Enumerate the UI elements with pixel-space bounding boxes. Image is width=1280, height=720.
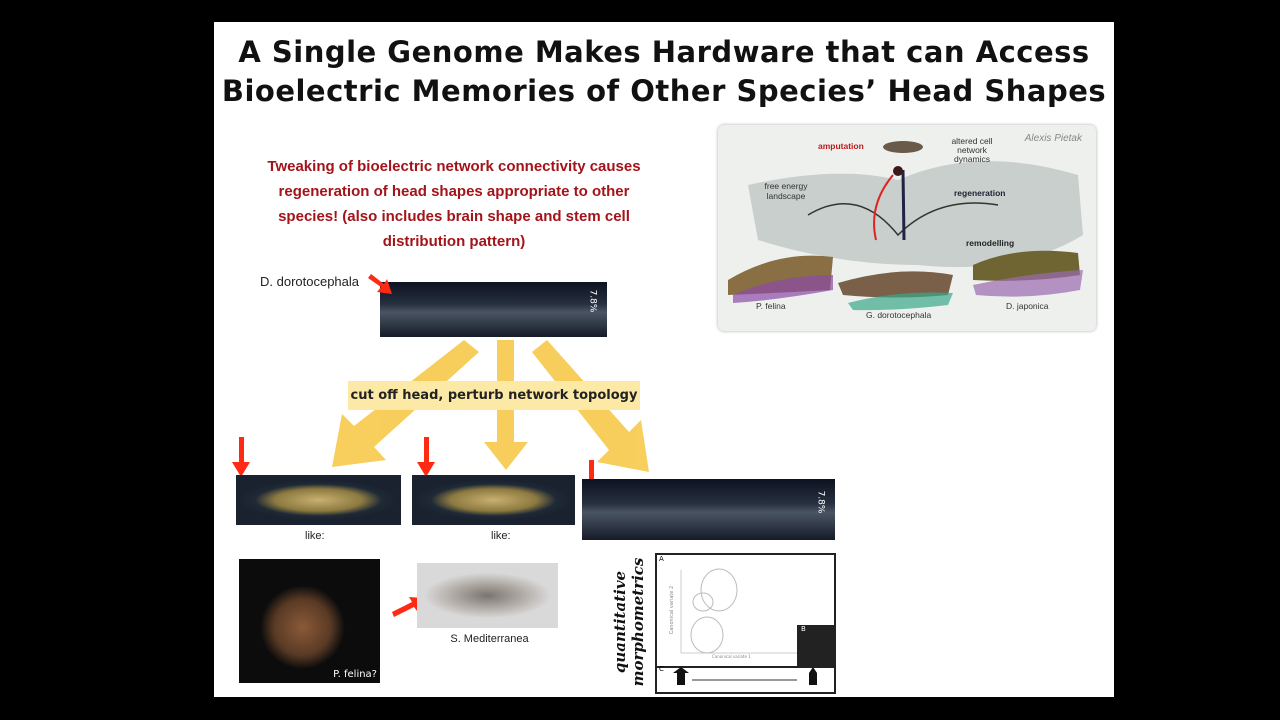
figure-species: G. dorotocephala <box>866 310 932 320</box>
description-line: Tweaking of bioelectric network connecti… <box>267 158 641 175</box>
panel-label: A <box>659 555 664 563</box>
panel-label: C <box>659 665 664 673</box>
figure-landscape: free energy landscape <box>764 181 808 201</box>
description-line: distribution pattern) <box>382 233 526 250</box>
red-arrow-down-1 <box>232 437 250 477</box>
figure-amputation: amputation <box>818 141 864 151</box>
worm-photo-regenerated-3: 7.8% <box>582 479 835 540</box>
figure-remodelling: remodelling <box>966 238 1015 248</box>
morphometrics-chart: A Canonical variate 2 Canonical variate … <box>655 553 836 694</box>
like-label: like: <box>305 530 325 542</box>
worm-photo-regenerated-2 <box>412 475 575 525</box>
felina-label: P. felina? <box>333 669 377 680</box>
mediterranea-label: S. Mediterranea <box>450 633 529 645</box>
red-arrow-down-2 <box>417 437 435 477</box>
description-line: regeneration of head shapes appropriate … <box>278 183 630 200</box>
slide: A Single Genome Makes Hardware that can … <box>214 22 1114 697</box>
morph-line: morphometrics <box>629 557 647 687</box>
red-arrow-mediterranea <box>392 597 424 617</box>
red-arrow-original <box>368 274 392 294</box>
slide-title-line1: A Single Genome Makes Hardware that can … <box>238 35 1090 69</box>
chart-ylabel: Canonical variate 2 <box>669 585 675 635</box>
worm-photo-regenerated-1 <box>236 475 401 525</box>
morph-line: quantitative <box>611 570 629 674</box>
procedure-label: cut off head, perturb network topology <box>348 381 640 410</box>
slide-title-line2: Bioelectric Memories of Other Species’ H… <box>221 74 1107 108</box>
figure-credit: Alexis Pietak <box>1024 133 1082 144</box>
figure-species: P. felina <box>756 301 786 311</box>
figure-species: D. japonica <box>1006 301 1049 311</box>
scale-label: 7.8% <box>815 490 826 514</box>
figure-altered: altered cell network dynamics <box>951 136 993 164</box>
chart-xlabel: Canonical variate 1 <box>712 654 751 659</box>
felina-photo: P. felina? <box>239 559 380 683</box>
mediterranea-photo <box>417 563 558 628</box>
panel-label: B <box>801 625 806 633</box>
description: Tweaking of bioelectric network connecti… <box>234 154 674 254</box>
figure-regeneration: regeneration <box>954 188 1006 198</box>
worm-photo-original: 7.8% <box>380 282 607 337</box>
like-label: like: <box>491 530 511 542</box>
landscape-figure: Alexis Pietak amputation altered cell ne… <box>718 125 1096 331</box>
species-label: D. dorotocephala <box>260 274 360 289</box>
description-line: species! (also includes brain shape and … <box>278 208 630 225</box>
